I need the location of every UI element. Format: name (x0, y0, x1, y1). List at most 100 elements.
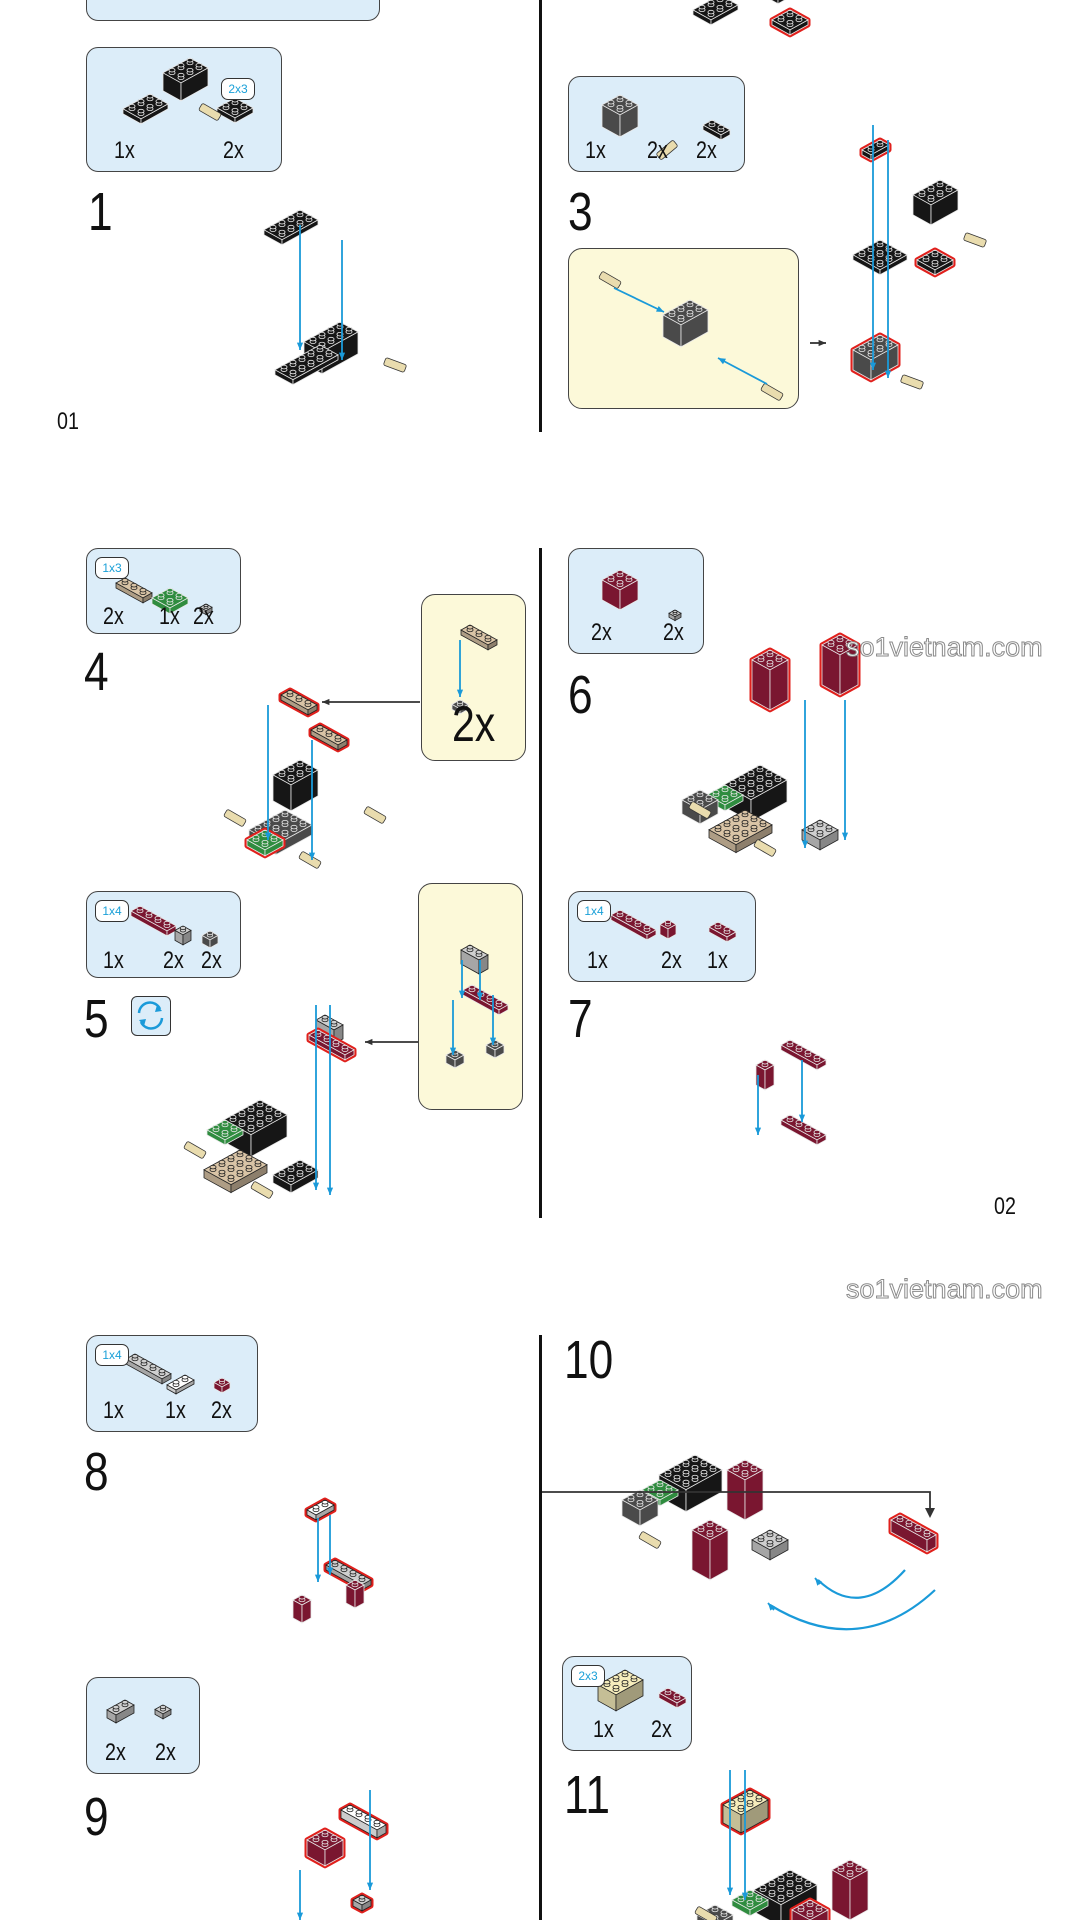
part-quantity: 2x (201, 947, 222, 974)
part-quantity: 2x (696, 137, 717, 164)
callout-arrow (542, 1491, 931, 1515)
arrow-head (365, 1038, 373, 1046)
arrow-head (296, 1912, 304, 1920)
lego-brick (859, 137, 892, 163)
lego-brick (731, 1889, 769, 1917)
part-quantity: 2x (193, 603, 214, 630)
part-quantity: 2x (663, 619, 684, 646)
arrow-head (884, 370, 892, 378)
arrow-head (925, 1508, 935, 1518)
watermark: so1vietnam.com (846, 632, 1044, 663)
lego-brick (770, 0, 786, 5)
lego-brick (706, 784, 744, 812)
lego-brick (658, 1454, 723, 1513)
page-number: 02 (994, 1193, 1016, 1220)
part-quantity: 2x (155, 1739, 176, 1766)
arrow-head (296, 342, 304, 350)
lego-brick (292, 1594, 312, 1624)
sub-assembly-callout (418, 883, 523, 1110)
part-quantity: 2x (223, 137, 244, 164)
lego-brick (278, 687, 320, 718)
part-quantity: 1x (103, 1397, 124, 1424)
step-number: 8 (84, 1442, 109, 1502)
part-quantity: 1x (103, 947, 124, 974)
lego-brick (751, 1529, 789, 1561)
arrow-head (314, 1574, 322, 1582)
parts-box-previous (86, 0, 380, 21)
lego-brick (720, 1787, 771, 1836)
lego-brick (223, 1099, 288, 1158)
technic-pin (183, 1141, 207, 1159)
technic-pin (383, 357, 407, 373)
lego-brick (801, 819, 839, 851)
arrow-head (338, 352, 346, 360)
arrow-head (741, 1892, 749, 1900)
arrow-head (801, 840, 809, 848)
lego-brick (726, 1459, 764, 1521)
sub-assembly-callout: 2x (421, 594, 526, 761)
part-quantity: 2x (647, 137, 668, 164)
lego-brick (272, 1159, 319, 1194)
arrow-head (326, 1187, 334, 1195)
lego-brick (306, 1027, 357, 1063)
lego-brick (914, 247, 956, 278)
lego-brick (852, 239, 908, 276)
lego-brick (350, 1892, 374, 1914)
lego-brick (692, 0, 739, 26)
size-badge: 1x3 (95, 557, 129, 579)
arrow-head (322, 698, 330, 706)
arrow-head (768, 1603, 776, 1611)
lego-brick (303, 321, 359, 375)
parts-box-step-3: 1x 2x 2x (568, 76, 745, 172)
part-quantity: 1x (593, 1716, 614, 1743)
lego-brick (755, 1059, 775, 1091)
lego-brick (248, 809, 313, 856)
arrow-head (326, 1567, 334, 1575)
parts-box-step-9: 2x 2x (86, 1677, 200, 1774)
part-quantity: 2x (105, 1739, 126, 1766)
step-number: 3 (568, 182, 593, 242)
arrow-head (366, 1882, 374, 1890)
assembly-arrow (817, 1569, 906, 1599)
assembly-arrow (814, 1577, 821, 1585)
part-quantity: 2x (651, 1716, 672, 1743)
technic-pin (753, 839, 777, 857)
lego-brick (780, 1039, 827, 1071)
page-number: 01 (57, 408, 79, 435)
lego-brick (696, 1904, 734, 1920)
step-number: 7 (568, 989, 593, 1049)
parts-box-step-11: 2x3 1x 2x (562, 1656, 692, 1751)
arrow-head (818, 339, 826, 347)
parts-box-step-6: 2x 2x (568, 548, 704, 654)
lego-brick (345, 1579, 365, 1609)
step-number: 5 (84, 989, 109, 1049)
lego-brick (831, 1859, 869, 1920)
size-badge: 1x4 (95, 900, 129, 922)
part-quantity: 2x (661, 947, 682, 974)
lego-brick (912, 179, 959, 226)
parts-box-step-4: 1x3 2x 1x 2x (86, 548, 241, 634)
step-number: 9 (84, 1787, 109, 1847)
arrow-head (308, 852, 316, 860)
column-divider (539, 0, 542, 432)
parts-box-step-8: 1x4 1x 1x 2x (86, 1335, 258, 1432)
part-quantity: 1x (707, 947, 728, 974)
arrow-head (264, 832, 272, 840)
arrow-head (841, 832, 849, 840)
assembly-arrow (767, 1602, 775, 1611)
technic-pin (298, 851, 322, 869)
part-quantity: 1x (587, 947, 608, 974)
lego-brick (691, 1519, 729, 1581)
lego-brick (244, 827, 286, 859)
lego-brick (304, 1827, 346, 1869)
callout-quantity: 2x (452, 696, 496, 752)
arrow-head (312, 1182, 320, 1190)
technic-pin (963, 232, 987, 248)
arrow-head (869, 362, 877, 370)
arrow-head (815, 1578, 823, 1586)
size-badge: 2x3 (571, 1665, 605, 1687)
lego-brick (789, 1897, 831, 1920)
size-badge: 1x4 (577, 900, 611, 922)
lego-brick (272, 759, 319, 812)
lego-brick (723, 764, 788, 823)
